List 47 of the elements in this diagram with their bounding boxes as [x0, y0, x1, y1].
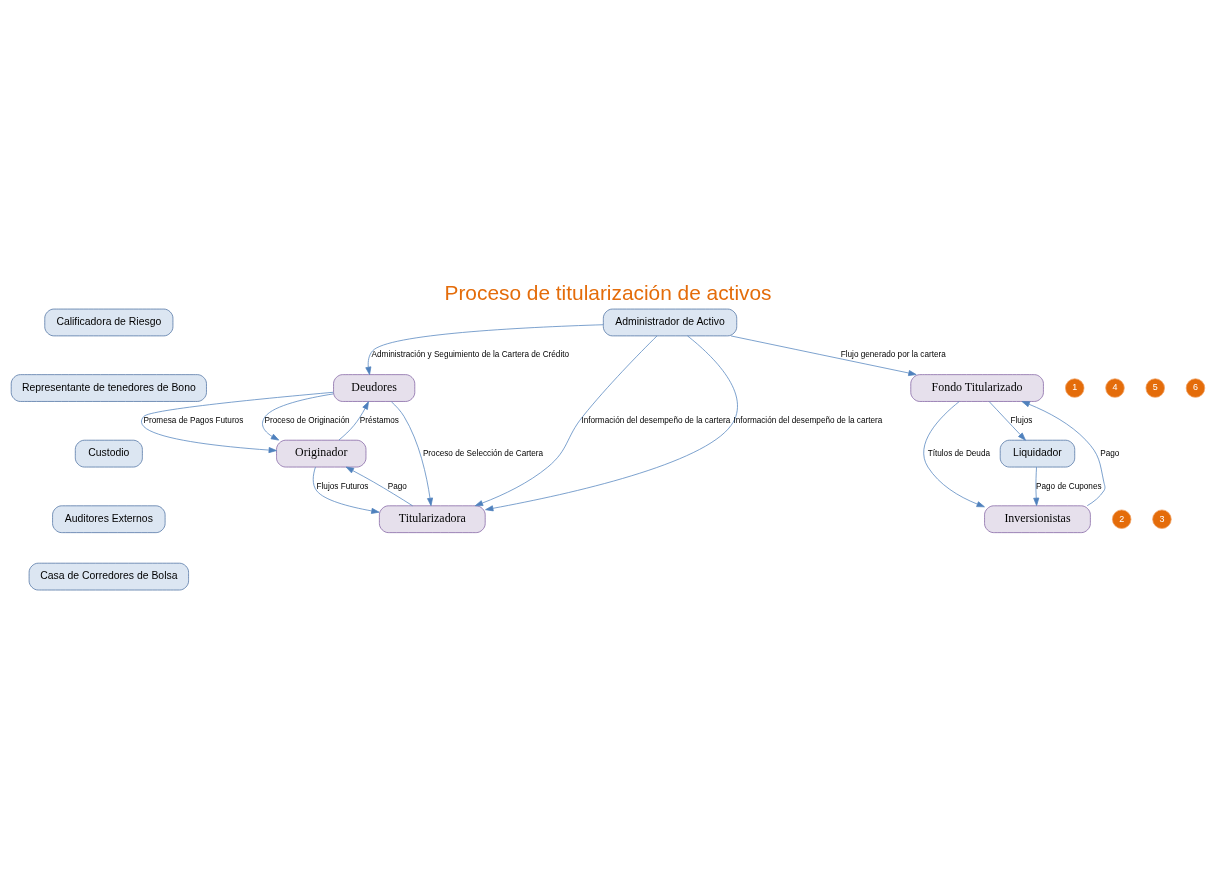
edge-label: Proceso de Selección de Cartera: [422, 448, 544, 458]
arrow: [390, 401, 433, 507]
edge-label: Información del desempeño de la cartera: [733, 415, 883, 425]
edge-label: Flujos: [1010, 415, 1033, 425]
node-circle: 5: [1145, 378, 1165, 398]
node-circle: 4: [1105, 378, 1125, 398]
node-box: Representante de tenedores de Bono: [10, 374, 207, 402]
arrow: [338, 401, 369, 441]
diagram-title: Proceso de titularización de activos: [444, 280, 772, 304]
edge-label: Promesa de Pagos Futuros: [143, 415, 244, 425]
arrow: [345, 466, 413, 507]
arrow: [474, 335, 658, 507]
node-box: Inversionistas: [984, 505, 1091, 533]
edge-label: Pago de Cupones: [1035, 481, 1102, 491]
arrow: [730, 335, 917, 376]
arrow: [1033, 466, 1040, 506]
node-box: Administrador de Activo: [602, 308, 738, 337]
arrow: [1021, 401, 1106, 507]
node-circle: 3: [1152, 509, 1172, 529]
node-circle: 2: [1112, 509, 1132, 529]
arrow: [262, 393, 334, 441]
node-box: Auditores Externos: [52, 505, 166, 533]
edge-label: Administración y Seguimiento de la Cartera de Crédito: [371, 350, 570, 360]
arrow: [988, 401, 1026, 441]
node-box: Liquidador: [999, 439, 1076, 468]
node-box: Originador: [276, 439, 367, 468]
edge-label: Flujo generado por la cartera: [840, 350, 946, 360]
node-box: Fondo Titularizado: [910, 374, 1044, 402]
arrow: [365, 324, 604, 375]
arrow: [312, 466, 380, 514]
node-box: Deudores: [333, 374, 416, 402]
node-box: Casa de Corredores de Bolsa: [28, 562, 189, 591]
edge-label: Préstamos: [359, 415, 399, 425]
edge-label: Proceso de Originación: [264, 415, 350, 425]
edge-label: Flujos Futuros: [316, 481, 369, 491]
node-box: Titularizadora: [379, 505, 486, 533]
node-circle: 1: [1065, 378, 1085, 398]
arrow: [923, 401, 985, 508]
edge-label: Pago: [387, 481, 407, 491]
arrow: [141, 391, 334, 454]
node-box: Custodio: [74, 439, 143, 468]
node-box: Calificadora de Riesgo: [44, 308, 174, 337]
edge-label: Información del desempeño de la cartera: [581, 415, 731, 425]
edge-label: Títulos de Deuda: [927, 448, 991, 458]
node-circle: 6: [1185, 378, 1206, 398]
edge-label: Pago: [1100, 448, 1120, 458]
arrow: [485, 335, 738, 512]
